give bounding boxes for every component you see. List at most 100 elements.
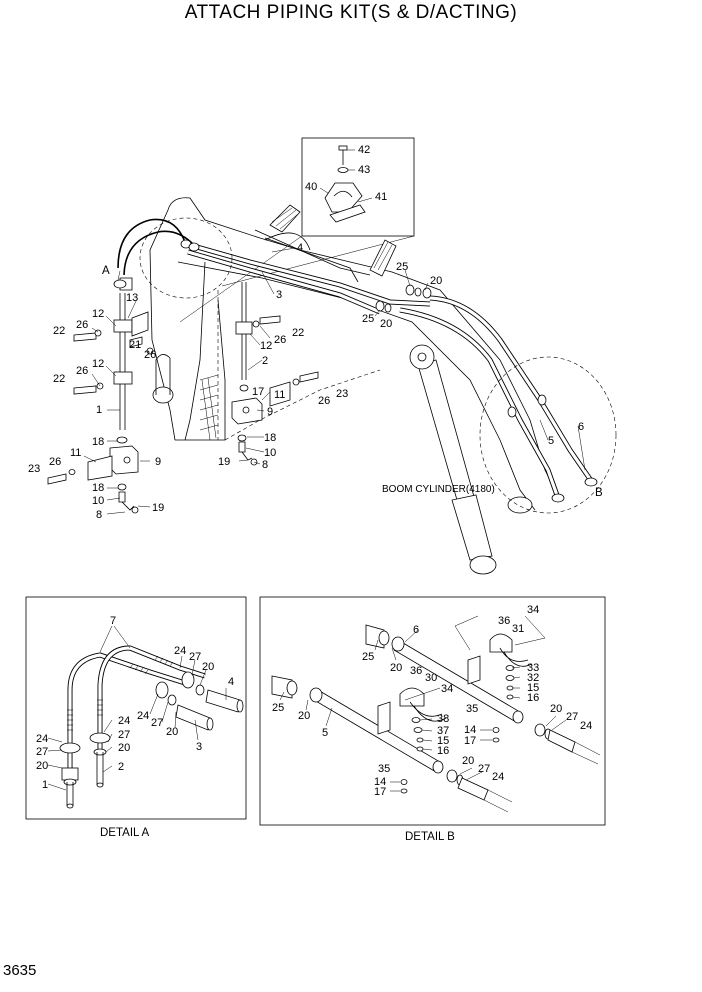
callout: 26 [76,319,88,331]
boom-top-edge [167,197,561,501]
callout: 20 [166,726,178,738]
fitting-set [59,671,244,809]
callout: 22 [292,327,304,339]
small-fittings [400,665,515,794]
callout: 18 [92,482,104,494]
callout: 13 [126,292,138,304]
page-number: 3635 [3,962,37,979]
detail-a-caption: DETAIL A [100,827,150,839]
callout: 4 [228,676,234,688]
callout: 19 [218,456,230,468]
callout: 40 [305,181,317,193]
bolt-42 [338,145,348,165]
callout: 20 [298,710,310,722]
callout: 5 [548,435,554,447]
callout: 38 [437,713,449,725]
callout: 12 [260,340,272,352]
callout: 35 [378,763,390,775]
callout: 27 [118,729,130,741]
callout: 36 [410,665,422,677]
callout: 8 [262,459,268,471]
callout: 18 [92,436,104,448]
callout: 18 [264,432,276,444]
callout: 27 [566,711,578,723]
detail-b-caption: DETAIL B [405,831,455,843]
view-b-outline [479,356,617,514]
callout: 10 [264,447,276,459]
callout-leaders [83,247,586,515]
callout: 22 [53,373,65,385]
detail-a-frame [25,596,247,820]
callout: 31 [512,623,524,635]
callout: 14 [464,724,476,736]
pipe-2-assembly [231,282,319,466]
callout: 26 [318,395,330,407]
callout: 11 [274,389,285,401]
callout: 34 [527,604,539,616]
callout: 17 [252,386,264,398]
callout: 2 [262,355,268,367]
callout: 8 [96,509,102,521]
callout: 7 [110,615,116,627]
callout: 23 [336,388,348,400]
boom-cylinder [409,344,497,575]
plate-41 [329,204,366,223]
callout: 20 [390,662,402,674]
callout: 20 [550,703,562,715]
callout: 11 [70,447,81,459]
view-b-label: B [595,487,603,499]
callout: 1 [96,404,102,416]
callout: 26 [274,334,286,346]
callout: 36 [498,615,510,627]
callout: 24 [492,771,504,783]
callout: 21 [129,339,141,351]
callout: 27 [478,763,490,775]
callout: 20 [202,661,214,673]
callout: 6 [578,421,584,433]
callout: 16 [437,745,449,757]
callout: 35 [466,703,478,715]
detail-a [25,596,247,820]
callout: 22 [53,325,65,337]
callout: 27 [189,651,201,663]
callout: 10 [92,495,104,507]
callout: 25 [396,261,408,273]
callout: 4 [297,242,303,254]
hose-7 [117,218,186,269]
callout: 12 [92,358,104,370]
clamp-40 [324,182,363,213]
callout: 19 [152,502,164,514]
boom-foot-hatch [199,374,219,441]
end-fittings [446,723,601,813]
callout: 3 [276,289,282,301]
callout: 27 [151,717,163,729]
boom-cylinder-label: BOOM CYLINDER(4180) [382,484,495,495]
boom-foot [149,209,176,441]
callout: 6 [413,624,419,636]
callout: 24 [36,733,48,745]
view-a-outline [139,217,233,299]
callout: 37 [437,725,449,737]
hose-end-fitting [584,477,598,487]
boom-lower-edge [177,261,536,511]
page-title: ATTACH PIPING KIT(S & D/ACTING) [184,2,518,23]
callout: 41 [375,191,387,203]
callout: 15 [437,735,449,747]
callout: 14 [374,776,386,788]
callout: 23 [28,463,40,475]
callout: 5 [322,727,328,739]
callout: 26 [49,456,61,468]
callout: 30 [425,672,437,684]
callout: 20 [118,742,130,754]
block-9 [231,397,263,425]
clamp-inset-frame [301,137,415,237]
callout: 26 [76,365,88,377]
callout: 20 [380,318,392,330]
detail-b-frame [259,596,606,826]
callout: 24 [137,710,149,722]
callout: 24 [580,720,592,732]
callout: 27 [36,746,48,758]
callout: 42 [358,144,370,156]
clamp-dome [489,633,513,653]
